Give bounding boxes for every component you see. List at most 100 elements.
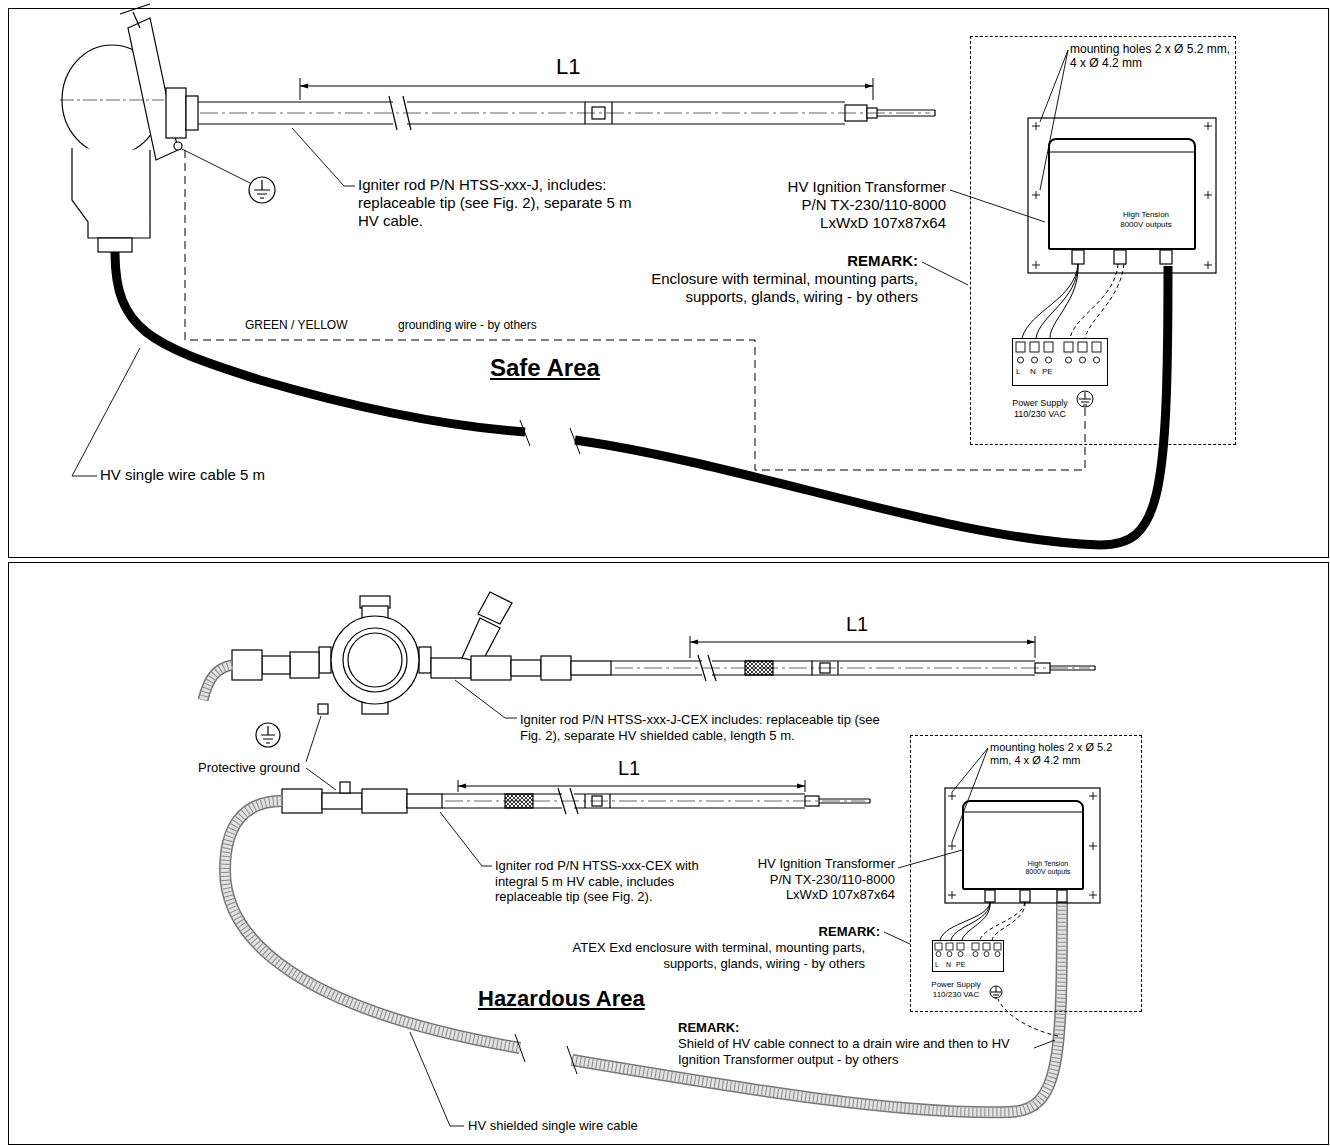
terminal-screws — [1016, 342, 1101, 363]
hv-cable — [115, 252, 525, 432]
ground-symbol — [1077, 391, 1093, 407]
junction-head — [166, 88, 186, 138]
mounting-plate — [964, 812, 1082, 813]
junction-box — [232, 592, 611, 714]
dimension-line — [300, 78, 873, 100]
igniter-rod — [611, 655, 1095, 681]
terminal-screws — [1046, 357, 1052, 363]
junction-box — [232, 650, 262, 680]
junction-box — [471, 656, 511, 680]
dimension-line — [690, 642, 1035, 643]
shielded-cable — [203, 665, 232, 700]
terminal-screws — [995, 952, 1000, 957]
igniter-rod — [362, 789, 407, 813]
terminal-name: PE — [956, 961, 965, 969]
ground-wire — [185, 150, 1085, 470]
callout-text: Igniter rod P/N HTSS-xxx-J-CEX includes:… — [520, 712, 900, 743]
mounting-plate — [1072, 250, 1084, 264]
terminal-screws — [947, 952, 952, 957]
remark-text: ATEX Exd enclosure with terminal, mounti… — [540, 940, 865, 971]
transformer-box: High Tension 8000V outputs — [1048, 138, 1196, 250]
igniter-rod — [407, 794, 442, 808]
mounting-plate — [948, 792, 1097, 899]
ground-symbol — [256, 723, 280, 747]
dimension-line — [690, 636, 1035, 658]
terminal-screws — [958, 952, 963, 957]
wire-label: GREEN / YELLOW — [245, 318, 347, 332]
terminal-screws — [994, 943, 1001, 950]
igniter-rod — [200, 113, 930, 114]
dimension-label: L1 — [618, 756, 640, 780]
terminal-screws — [1080, 357, 1086, 363]
wiring — [1022, 264, 1078, 338]
break-mark — [520, 420, 580, 454]
terminal-screws — [1016, 342, 1025, 352]
ground-symbol — [990, 986, 1002, 998]
remark-heading: REMARK: — [678, 1020, 739, 1036]
mounting-plate — [1028, 118, 1216, 273]
terminal-screws — [984, 952, 989, 957]
ground-symbol — [249, 177, 275, 203]
shielded-cable — [225, 801, 1062, 1112]
terminal-screws — [936, 952, 941, 957]
mounting-plate — [1160, 250, 1172, 264]
terminal-screws — [1044, 342, 1053, 352]
terminal-screws — [972, 943, 979, 950]
leader-line — [72, 348, 140, 476]
wiring — [980, 902, 1025, 940]
leader-line — [884, 932, 910, 944]
igniter-rod — [445, 801, 865, 802]
ground-symbol — [1077, 391, 1093, 407]
leader-line — [306, 680, 1055, 1126]
leader-line — [440, 812, 492, 866]
terminal-screws — [1092, 342, 1101, 352]
leader-line — [950, 190, 1045, 222]
shielded-cable — [203, 665, 232, 700]
igniter-rod — [198, 96, 935, 130]
ground-symbol — [254, 180, 270, 198]
terminal-screws — [957, 943, 964, 950]
output-label: High Tension 8000V outputs — [1115, 210, 1177, 229]
shielded-cable — [225, 801, 520, 1048]
junction-head — [186, 96, 198, 130]
leader-line — [952, 748, 988, 842]
dimension-label: L1 — [846, 612, 868, 636]
leader-line — [182, 149, 250, 183]
wiring — [998, 999, 1058, 1036]
junction-box — [318, 704, 328, 714]
shielded-cable — [572, 902, 1062, 1112]
terminal-screws — [1094, 357, 1100, 363]
ground-symbol — [249, 177, 275, 203]
junction-box — [511, 660, 541, 676]
leader-line — [455, 680, 517, 718]
terminal-name: PE — [1042, 367, 1053, 377]
shielded-cable — [203, 665, 232, 700]
wiring — [1070, 264, 1124, 338]
igniter-rod — [340, 782, 350, 793]
wire-label: grounding wire - by others — [398, 318, 537, 332]
leader-line — [1034, 1040, 1055, 1048]
igniter-rod — [282, 789, 322, 813]
supply-label: Power Supply 110/230 VAC — [928, 980, 984, 999]
terminal-screws — [1032, 357, 1038, 363]
terminal-screws — [973, 952, 978, 957]
mounting-plate — [945, 788, 1100, 903]
callout-text: HV single wire cable 5 m — [100, 466, 265, 484]
wiring — [1022, 264, 1124, 338]
wiring — [940, 902, 990, 940]
shielded-cable — [225, 801, 520, 1048]
ground-symbol — [990, 986, 1002, 998]
dimension-label: L1 — [556, 54, 580, 80]
hv-cable — [115, 252, 1168, 545]
leader-line — [1040, 50, 1068, 190]
mounting-plate — [1020, 890, 1030, 902]
callout-text: Igniter rod P/N HTSS-xxx-CEX with integr… — [495, 858, 710, 905]
leader-line — [292, 128, 355, 186]
junction-box — [319, 647, 331, 673]
hv-cable — [575, 266, 1168, 545]
enclosure-outline: Power Supply 110/230 VACHigh Tension 800… — [910, 735, 1142, 1012]
dimension-line — [690, 636, 1035, 658]
junction-head — [174, 142, 182, 150]
terminal-name: N — [946, 961, 951, 969]
